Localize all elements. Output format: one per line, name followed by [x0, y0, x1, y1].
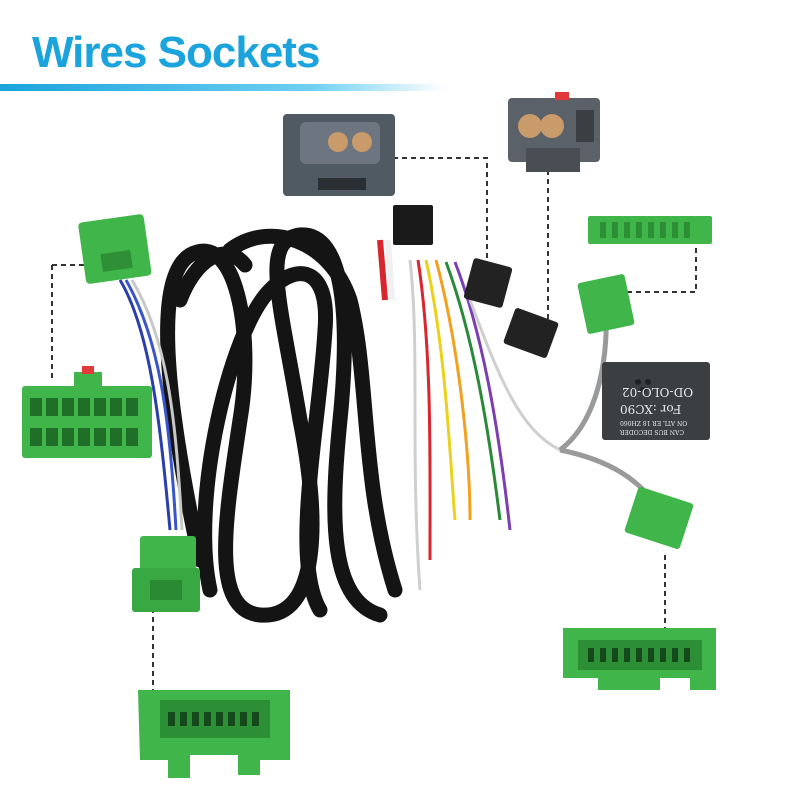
- connector-left-large: [22, 366, 152, 458]
- plug-main-block: [393, 205, 433, 245]
- leader-line-right: [620, 248, 697, 293]
- module-label-line1: CAN BUS DECODER: [620, 428, 684, 435]
- connector-right-mid: [577, 274, 635, 334]
- module-label-line4: OD-OLO-02: [622, 385, 694, 399]
- connector-bottom-left: [138, 690, 290, 778]
- plug-black-2: [503, 308, 559, 358]
- title-underline: [0, 84, 445, 91]
- page-title: Wires Sockets: [32, 28, 320, 77]
- connector-left-bottom: [132, 536, 200, 612]
- leader-lines: [51, 157, 697, 690]
- connector-left-top: [78, 214, 152, 284]
- connector-top-right-grey: [508, 92, 600, 172]
- connector-top-center-grey: [283, 114, 395, 196]
- can-decoder-module: [602, 362, 710, 440]
- connector-right-lower: [624, 486, 694, 550]
- module-label-line2: ON ATL ER 18 ZH060: [620, 419, 688, 426]
- plug-black-1: [463, 258, 513, 308]
- connector-bottom-right: [563, 628, 716, 690]
- cable-loops: [160, 227, 403, 623]
- module-label-line3: For :XC90: [620, 402, 682, 416]
- connector-right-strip: [588, 216, 712, 244]
- leader-line-top-center: [393, 157, 488, 272]
